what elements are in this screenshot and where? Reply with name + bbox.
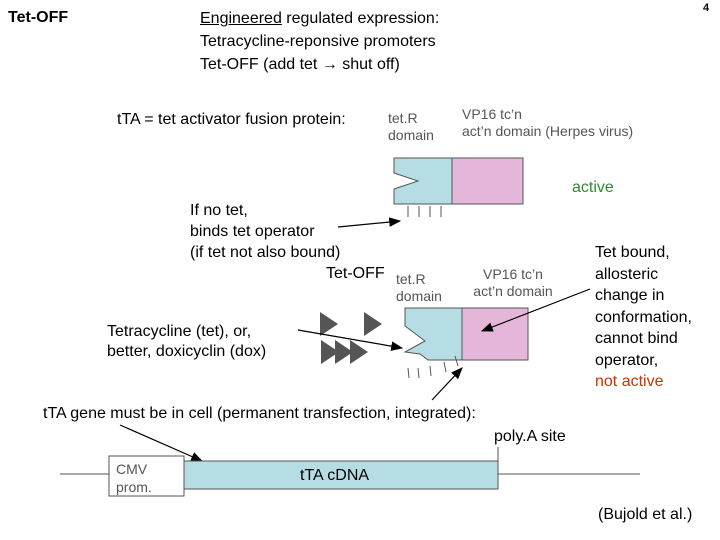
tet-bound-note-line4: conformation, — [595, 308, 692, 326]
bottom-vp16-label: VP16 tc’n act’n domain — [463, 266, 563, 300]
tet-bound-note-line2: allosteric — [595, 265, 659, 283]
tet-bound-note-line1: Tet bound, — [595, 244, 670, 261]
header-line1: Engineered regulated expression: — [200, 9, 439, 29]
tet-bound-note: Tet bound, allosteric change in conforma… — [595, 242, 692, 393]
bottom-vp16-domain — [461, 307, 529, 361]
tta-cdna-box — [183, 460, 499, 490]
corner-label: Tet-OFF — [8, 9, 69, 26]
cmv-label-line2: prom. — [116, 479, 152, 495]
no-tet-note-line1: If no tet, — [190, 202, 248, 219]
no-tet-note-line2: binds tet operator — [190, 223, 315, 240]
header-line3: Tet-OFF (add tet → shut off) — [200, 56, 400, 73]
cmv-label: CMV prom. — [116, 460, 152, 496]
bottom-tetR-label: tet.R domain — [396, 271, 442, 305]
annotation-arrows — [119, 217, 591, 462]
not-active-label: not active — [595, 373, 664, 390]
tet-note-line2: better, doxicyclin (dox) — [107, 343, 267, 360]
bottom-tetR-label-line1: tet.R — [396, 271, 426, 287]
active-label: active — [572, 179, 614, 196]
bottom-tetR-domain — [403, 307, 463, 361]
top-tetR-domain — [393, 157, 453, 205]
no-tet-note: If no tet, binds tet operator (if tet no… — [190, 200, 340, 263]
header-underlined-word: Engineered — [200, 10, 282, 27]
tet-bound-note-line6: operator, — [595, 351, 659, 369]
tet-bound-note-line3: change in — [595, 287, 665, 304]
page-number: 4 — [703, 2, 710, 14]
header-line1-rest: regulated expression: — [281, 10, 440, 27]
top-tetR-label-line1: tet.R — [388, 110, 418, 126]
bottom-tetR-label-line2: domain — [396, 288, 442, 304]
no-tet-note-line3: (if tet not also bound) — [190, 244, 341, 261]
tet-bound-note-line5: cannot bind — [595, 330, 678, 347]
top-vp16-domain — [451, 157, 524, 205]
cmv-label-line1: CMV — [116, 461, 148, 477]
top-tetR-label: tet.R domain — [388, 110, 434, 144]
top-vp16-label-line2: act’n domain (Herpes virus) — [462, 123, 634, 139]
polya-label: poly.A site — [494, 428, 566, 445]
top-tetR-label-line2: domain — [388, 127, 434, 143]
top-operator-ticks — [407, 206, 442, 217]
bottom-vp16-label-line2: act’n domain — [473, 283, 553, 299]
tta-cdna-label: tTA cDNA — [300, 467, 370, 484]
top-vp16-label: VP16 tc’n act’n domain (Herpes virus) — [462, 106, 633, 140]
top-vp16-label-line1: VP16 tc’n — [462, 106, 522, 122]
tta-definition: tTA = tet activator fusion protein: — [117, 111, 346, 128]
header-line2: Tetracycline-reponsive promoters — [200, 33, 436, 50]
tetracycline-molecules — [320, 312, 382, 364]
bottom-protein-title: Tet-OFF — [326, 265, 385, 282]
citation: (Bujold et al.) — [598, 506, 693, 523]
bottom-vp16-label-line1: VP16 tc’n — [483, 266, 543, 282]
gene-note: tTA gene must be in cell (permanent tran… — [43, 405, 476, 422]
tet-note: Tetracycline (tet), or, better, doxicycl… — [107, 322, 266, 362]
cmv-promoter-box — [108, 455, 185, 497]
bottom-operator-ticks — [407, 355, 459, 379]
tet-note-line1: Tetracycline (tet), or, — [107, 323, 252, 340]
